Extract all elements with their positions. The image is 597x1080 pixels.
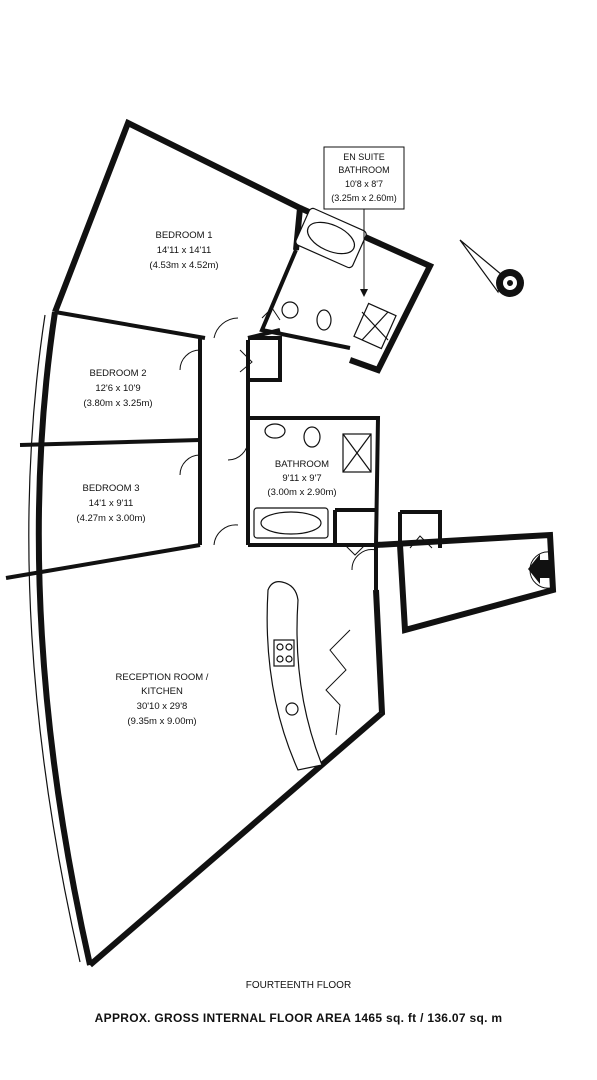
bedroom2-dims-metric: (3.80m x 3.25m) [83, 398, 152, 409]
reception-name-1: RECEPTION ROOM / [116, 672, 209, 683]
en-suite-basin [281, 301, 299, 319]
en-suite-callout: EN SUITE BATHROOM 10'8 x 8'7 (3.25m x 2.… [323, 146, 405, 297]
en-suite-wc [316, 309, 332, 331]
en-suite-name-1: EN SUITE [343, 152, 385, 162]
en-suite-bath [295, 207, 367, 269]
room-label-bedroom3: BEDROOM 3 14'1 x 9'11 (4.27m x 3.00m) [76, 483, 145, 524]
compass-icon [459, 239, 524, 297]
reception-dims-imperial: 30'10 x 29'8 [137, 701, 188, 712]
entrance-arrow-icon [528, 551, 553, 589]
reception-dims-metric: (9.35m x 9.00m) [127, 716, 196, 727]
bedroom3-dims-imperial: 14'1 x 9'11 [89, 498, 134, 509]
reception-name-2: KITCHEN [141, 686, 183, 697]
bedroom3-dims-metric: (4.27m x 3.00m) [76, 513, 145, 524]
sink-icon [285, 702, 299, 716]
en-suite-shower [353, 302, 397, 350]
bedroom1-dims-metric: (4.53m x 4.52m) [149, 260, 218, 271]
gross-area-text: APPROX. GROSS INTERNAL FLOOR AREA 1465 s… [94, 1011, 503, 1025]
en-suite-dims-imperial: 10'8 x 8'7 [345, 179, 383, 189]
kitchen-island [266, 581, 323, 771]
bedroom1-name: BEDROOM 1 [155, 230, 212, 241]
bathroom-dims-imperial: 9'11 x 9'7 [282, 473, 321, 484]
en-suite-dims-metric: (3.25m x 2.60m) [331, 193, 397, 203]
room-label-bathroom: BATHROOM 9'11 x 9'7 (3.00m x 2.90m) [267, 459, 336, 498]
doors [179, 307, 433, 571]
room-label-reception: RECEPTION ROOM / KITCHEN 30'10 x 29'8 (9… [116, 672, 209, 727]
bathroom-name: BATHROOM [275, 459, 329, 470]
bathroom-bath [253, 507, 329, 539]
room-label-bedroom2: BEDROOM 2 12'6 x 10'9 (3.80m x 3.25m) [83, 368, 152, 409]
en-suite-name-2: BATHROOM [338, 165, 389, 175]
bedroom1-dims-imperial: 14'11 x 14'11 [157, 245, 212, 256]
bathroom-basin [264, 423, 286, 439]
bedroom3-name: BEDROOM 3 [82, 483, 139, 494]
bathroom-wc [303, 426, 321, 448]
bedroom2-name: BEDROOM 2 [89, 368, 146, 379]
bathroom-shower [342, 433, 372, 473]
bathroom-dims-metric: (3.00m x 2.90m) [267, 487, 336, 498]
floor-name: FOURTEENTH FLOOR [245, 980, 352, 991]
kitchen-units [325, 629, 351, 736]
fixtures [253, 207, 397, 771]
hob-icon [273, 639, 295, 667]
bedroom2-dims-imperial: 12'6 x 10'9 [95, 383, 140, 394]
room-label-bedroom1: BEDROOM 1 14'11 x 14'11 (4.53m x 4.52m) [149, 230, 218, 271]
